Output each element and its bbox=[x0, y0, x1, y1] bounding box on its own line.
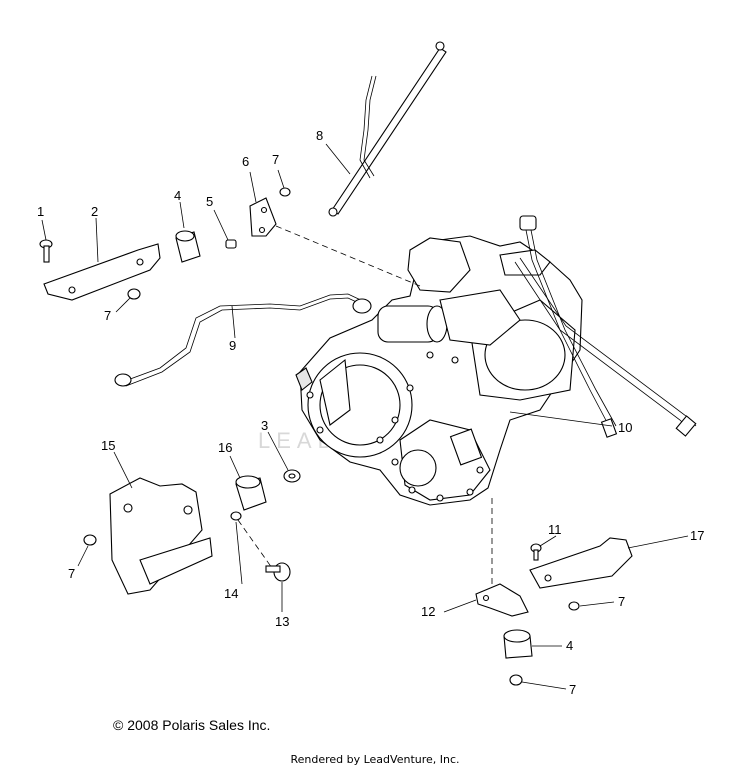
callout-9: 9 bbox=[229, 338, 236, 353]
callout-8: 8 bbox=[316, 128, 323, 143]
part-4-mount-b bbox=[503, 629, 533, 659]
part-2-bracket bbox=[43, 243, 161, 301]
copyright-notice: © 2008 Polaris Sales Inc. bbox=[113, 717, 271, 733]
part-12-bracket bbox=[475, 583, 529, 617]
part-9-hose bbox=[114, 293, 372, 387]
callout-2: 2 bbox=[91, 204, 98, 219]
callout-10: 10 bbox=[618, 420, 632, 435]
callout-5: 5 bbox=[206, 194, 213, 209]
part-4-mount-a bbox=[175, 230, 201, 263]
callout-14: 14 bbox=[224, 586, 238, 601]
part-17-strap bbox=[529, 537, 633, 589]
callout-7: 7 bbox=[272, 152, 279, 167]
callout-15: 15 bbox=[101, 438, 115, 453]
part-7-nut-c bbox=[83, 534, 97, 546]
callout-16: 16 bbox=[218, 440, 232, 455]
part-7-nut-b bbox=[279, 187, 291, 197]
part-8-strap bbox=[328, 41, 447, 217]
callout-11: 11 bbox=[548, 522, 562, 537]
callout-4: 4 bbox=[174, 188, 181, 203]
part-7-nut-d bbox=[568, 601, 580, 611]
callout-labels: 1 2 7 4 5 6 7 8 9 15 16 3 10 7 14 13 11 … bbox=[37, 128, 704, 697]
part-15-bracket bbox=[109, 477, 213, 595]
callout-13: 13 bbox=[275, 614, 289, 629]
callout-6: 6 bbox=[242, 154, 249, 169]
part-11-bolt bbox=[530, 543, 542, 561]
part-7-nut-a bbox=[127, 288, 141, 300]
part-5-bolt bbox=[225, 239, 237, 249]
part-13-bolt bbox=[265, 562, 291, 582]
callout-7: 7 bbox=[104, 308, 111, 323]
leader-lines bbox=[41, 143, 689, 690]
callout-4: 4 bbox=[566, 638, 573, 653]
callout-7: 7 bbox=[618, 594, 625, 609]
rendered-by-credit: Rendered by LeadVenture, Inc. bbox=[290, 753, 460, 766]
callout-7: 7 bbox=[68, 566, 75, 581]
callout-1: 1 bbox=[37, 204, 44, 219]
callout-17: 17 bbox=[690, 528, 704, 543]
callout-7: 7 bbox=[569, 682, 576, 697]
part-6-bracket bbox=[249, 197, 277, 237]
callout-3: 3 bbox=[261, 418, 268, 433]
part-3-washer bbox=[283, 469, 301, 483]
part-7-nut-e bbox=[509, 674, 523, 686]
part-1-bolt bbox=[39, 239, 53, 263]
part-14-nut bbox=[230, 511, 242, 521]
callout-12: 12 bbox=[421, 604, 435, 619]
part-16-mount bbox=[235, 475, 267, 511]
engine-assembly bbox=[295, 215, 697, 506]
